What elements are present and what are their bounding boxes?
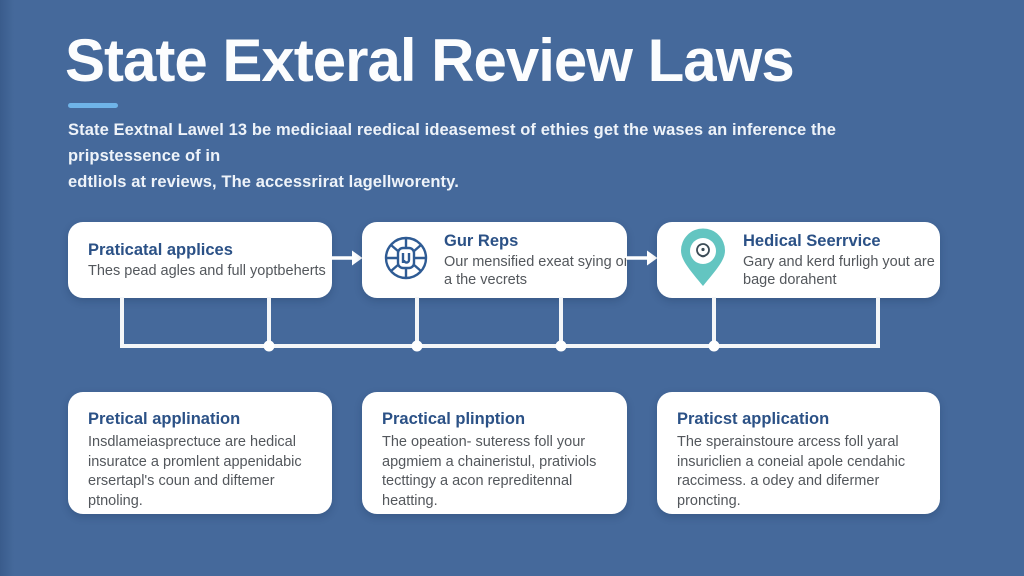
subtitle-line-2: edtliols at reviews, The accessrirat lag…: [68, 173, 459, 191]
info-2-body: The opeation- suteress foll your apgmiem…: [382, 434, 597, 509]
info-3-title: Praticst application: [677, 410, 830, 428]
step-card-1: Praticatal applices Thes pead agles and …: [68, 222, 332, 298]
subtitle-line-1: State Eextnal Lawel 13 be mediciaal reed…: [68, 121, 837, 165]
title-underline: [68, 103, 118, 108]
step-2-text: Gur Reps Our mensified exeat sying or a …: [430, 231, 634, 289]
step-3-title: Hedical Seerrvice: [743, 232, 881, 250]
info-card-1: Pretical applination Insdlameiasprectuce…: [68, 392, 332, 514]
step-3-text: Hedical Seerrvice Gary and kerd furligh …: [729, 231, 943, 289]
flow-arrow-icon: [626, 250, 658, 266]
info-2-title: Practical plinption: [382, 410, 526, 428]
step-2-title: Gur Reps: [444, 232, 519, 250]
info-1-title: Pretical applination: [88, 410, 241, 428]
connector-lines: [120, 297, 880, 352]
location-pin-icon: [677, 228, 729, 293]
info-3-body: The sperainstoure arcess foll yaral insu…: [677, 434, 906, 509]
step-card-3: Hedical Seerrvice Gary and kerd furligh …: [657, 222, 940, 298]
globe-icon: [382, 234, 430, 287]
step-3-description: Gary and kerd furligh yout are bage dora…: [743, 254, 935, 288]
flow-arrow-icon: [331, 250, 363, 266]
info-1-body: Insdlameiasprectuce are hedical insuratc…: [88, 434, 302, 509]
step-2-description: Our mensified exeat sying or a the vecre…: [444, 254, 629, 288]
step-1-description: Thes pead agles and full yoptbeherts: [88, 263, 326, 279]
page-title: State Exteral Review Laws: [65, 27, 795, 94]
step-1-text: Praticatal applices Thes pead agles and …: [68, 240, 326, 280]
info-card-3: Praticst application The sperainstoure a…: [657, 392, 940, 514]
step-card-2: Gur Reps Our mensified exeat sying or a …: [362, 222, 629, 298]
info-card-2: Practical plinption The opeation- sutere…: [362, 392, 627, 514]
step-1-title: Praticatal applices: [88, 241, 233, 259]
page-subtitle: State Eextnal Lawel 13 be mediciaal reed…: [68, 117, 918, 195]
